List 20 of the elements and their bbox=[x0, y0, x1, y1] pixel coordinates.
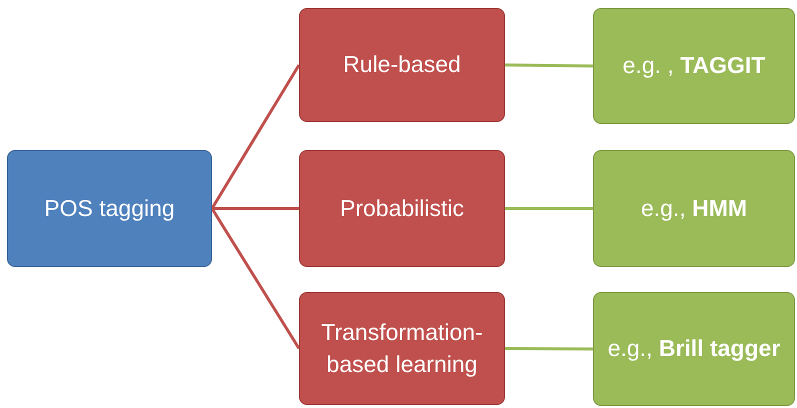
category-box bbox=[299, 292, 505, 405]
node-label: Rule-based bbox=[343, 50, 461, 80]
node-label: e.g. , TAGGIT bbox=[622, 51, 766, 80]
example-box bbox=[593, 8, 795, 124]
root-box bbox=[7, 150, 212, 267]
example-box bbox=[593, 292, 795, 406]
node-label: Transformation-based learning bbox=[320, 318, 484, 379]
example-box bbox=[593, 150, 795, 267]
node-label: POS tagging bbox=[44, 194, 175, 223]
connector-line bbox=[504, 347, 594, 350]
connector-line bbox=[212, 207, 299, 210]
connector-line bbox=[210, 64, 300, 210]
connector-line bbox=[505, 207, 593, 210]
category-box bbox=[299, 150, 505, 267]
node-label: e.g., Brill tagger bbox=[608, 334, 780, 364]
connector-line bbox=[504, 64, 594, 68]
category-box bbox=[299, 8, 505, 122]
connector-line bbox=[210, 208, 300, 350]
node-label: e.g., HMM bbox=[640, 194, 748, 223]
node-label: Probabilistic bbox=[340, 194, 464, 223]
